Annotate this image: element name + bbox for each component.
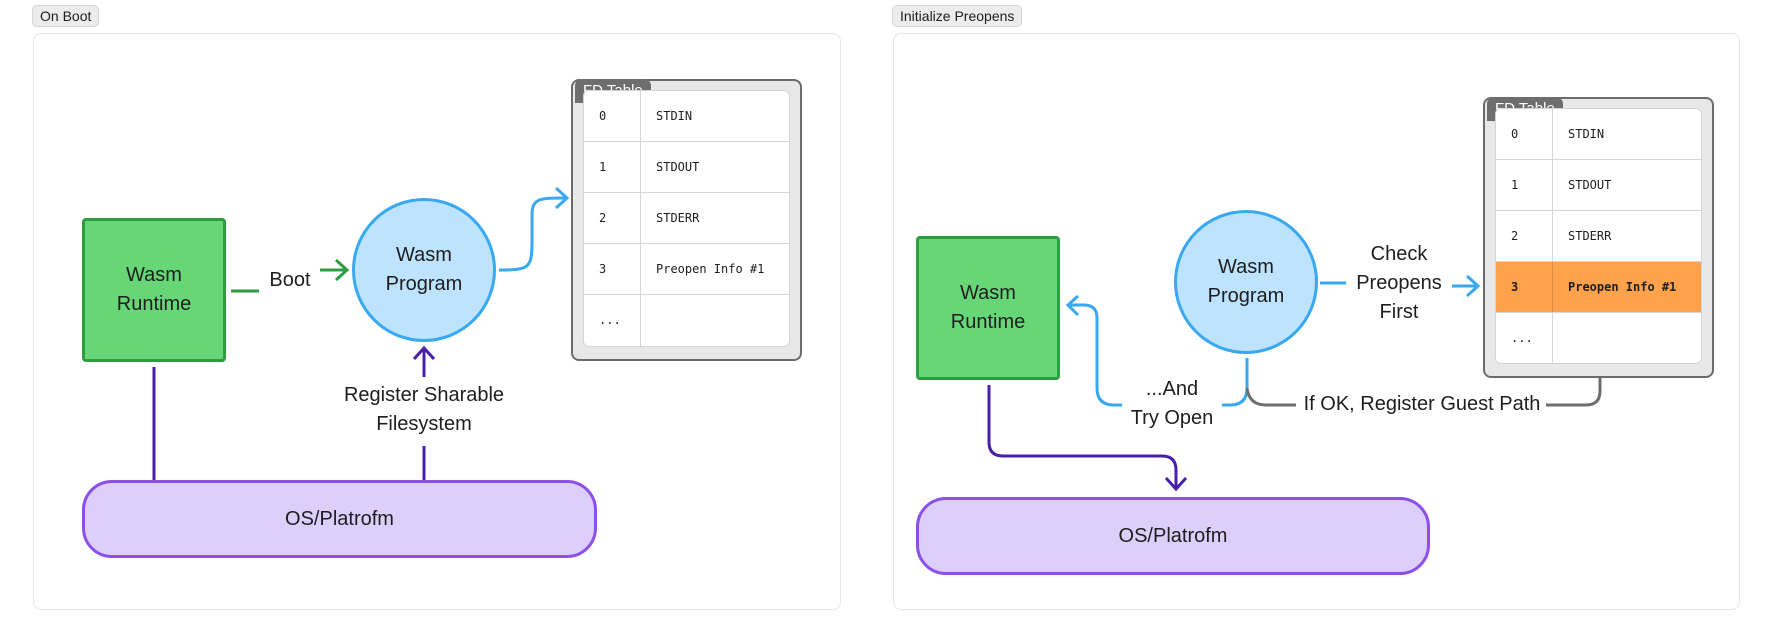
- wasm-runtime-box: Wasm Runtime: [82, 218, 226, 362]
- fd-table-initialize-preopens: FD Table 0 STDIN 1 STDOUT 2 STDERR 3 Pre…: [1483, 97, 1714, 378]
- fd-row: ...: [584, 295, 789, 346]
- fd-row: 1 STDOUT: [1496, 160, 1701, 211]
- fd-name: STDERR: [656, 211, 700, 225]
- fd-row: 2 STDERR: [1496, 211, 1701, 262]
- fd-name: STDOUT: [1568, 178, 1612, 192]
- frame-tag-initialize-preopens: Initialize Preopens: [892, 5, 1023, 27]
- register-guest-path-label: If OK, Register Guest Path: [1298, 390, 1546, 420]
- fd-name: STDOUT: [656, 160, 700, 174]
- fd-table-body: 0 STDIN 1 STDOUT 2 STDERR 3 Preopen Info…: [583, 90, 790, 347]
- program-down-wire-blue: [1222, 358, 1249, 407]
- register-sharable-filesystem-label: Register Sharable Filesystem: [334, 381, 514, 441]
- runtime-to-os-wire: [987, 385, 1178, 488]
- register-arrow-head: [412, 345, 436, 361]
- fd-table-on-boot: FD Table 0 STDIN 1 STDOUT 2 STDERR 3 Pre…: [571, 79, 802, 361]
- fd-row: 0 STDIN: [584, 91, 789, 142]
- fd-row-highlighted: 3 Preopen Info #1: [1496, 262, 1701, 313]
- fd-number: ...: [599, 313, 621, 327]
- fd-number: 0: [1511, 127, 1519, 141]
- fd-row: ...: [1496, 313, 1701, 363]
- fd-name: STDIN: [1568, 127, 1605, 141]
- program-to-fd-arrow: [498, 196, 567, 272]
- fd-name: Preopen Info #1: [656, 262, 765, 276]
- boot-label: Boot: [264, 266, 316, 295]
- fd-number: 2: [1511, 229, 1519, 243]
- fd-name: Preopen Info #1: [1568, 280, 1677, 294]
- fd-number: 3: [1511, 280, 1519, 294]
- fd-name: STDIN: [656, 109, 693, 123]
- os-platform-box-right: OS/Platrofm: [916, 497, 1430, 575]
- fd-number: 2: [599, 211, 607, 225]
- runtime-to-os-arrow-head: [1164, 476, 1188, 492]
- program-to-fd-arrow-head: [554, 186, 570, 210]
- fd-number: ...: [1511, 331, 1533, 345]
- fd-name: STDERR: [1568, 229, 1612, 243]
- os-platform-box: OS/Platrofm: [82, 480, 597, 558]
- try-open-label: ...And Try Open: [1122, 375, 1222, 435]
- fd-row: 3 Preopen Info #1: [584, 244, 789, 295]
- check-arrow-head: [1465, 274, 1481, 298]
- fd-number: 0: [599, 109, 607, 123]
- check-preopens-first-label: Check Preopens First: [1346, 240, 1452, 328]
- fd-number: 3: [599, 262, 607, 276]
- wasm-runtime-box-right: Wasm Runtime: [916, 236, 1060, 380]
- fd-row: 1 STDOUT: [584, 142, 789, 193]
- wasm-program-circle-right: Wasm Program: [1174, 210, 1318, 354]
- boot-arrow-head: [334, 258, 350, 282]
- try-open-arrow-head: [1065, 294, 1080, 317]
- try-open-wire: [1068, 303, 1122, 407]
- fd-table-body-right: 0 STDIN 1 STDOUT 2 STDERR 3 Preopen Info…: [1495, 108, 1702, 364]
- fd-number: 1: [1511, 178, 1519, 192]
- fd-number: 1: [599, 160, 607, 174]
- fd-row: 0 STDIN: [1496, 109, 1701, 160]
- register-path-wire-a: [1245, 387, 1296, 407]
- register-path-wire-b: [1546, 378, 1602, 407]
- frame-tag-on-boot: On Boot: [32, 5, 100, 27]
- wasm-program-circle: Wasm Program: [352, 198, 496, 342]
- fd-row: 2 STDERR: [584, 193, 789, 244]
